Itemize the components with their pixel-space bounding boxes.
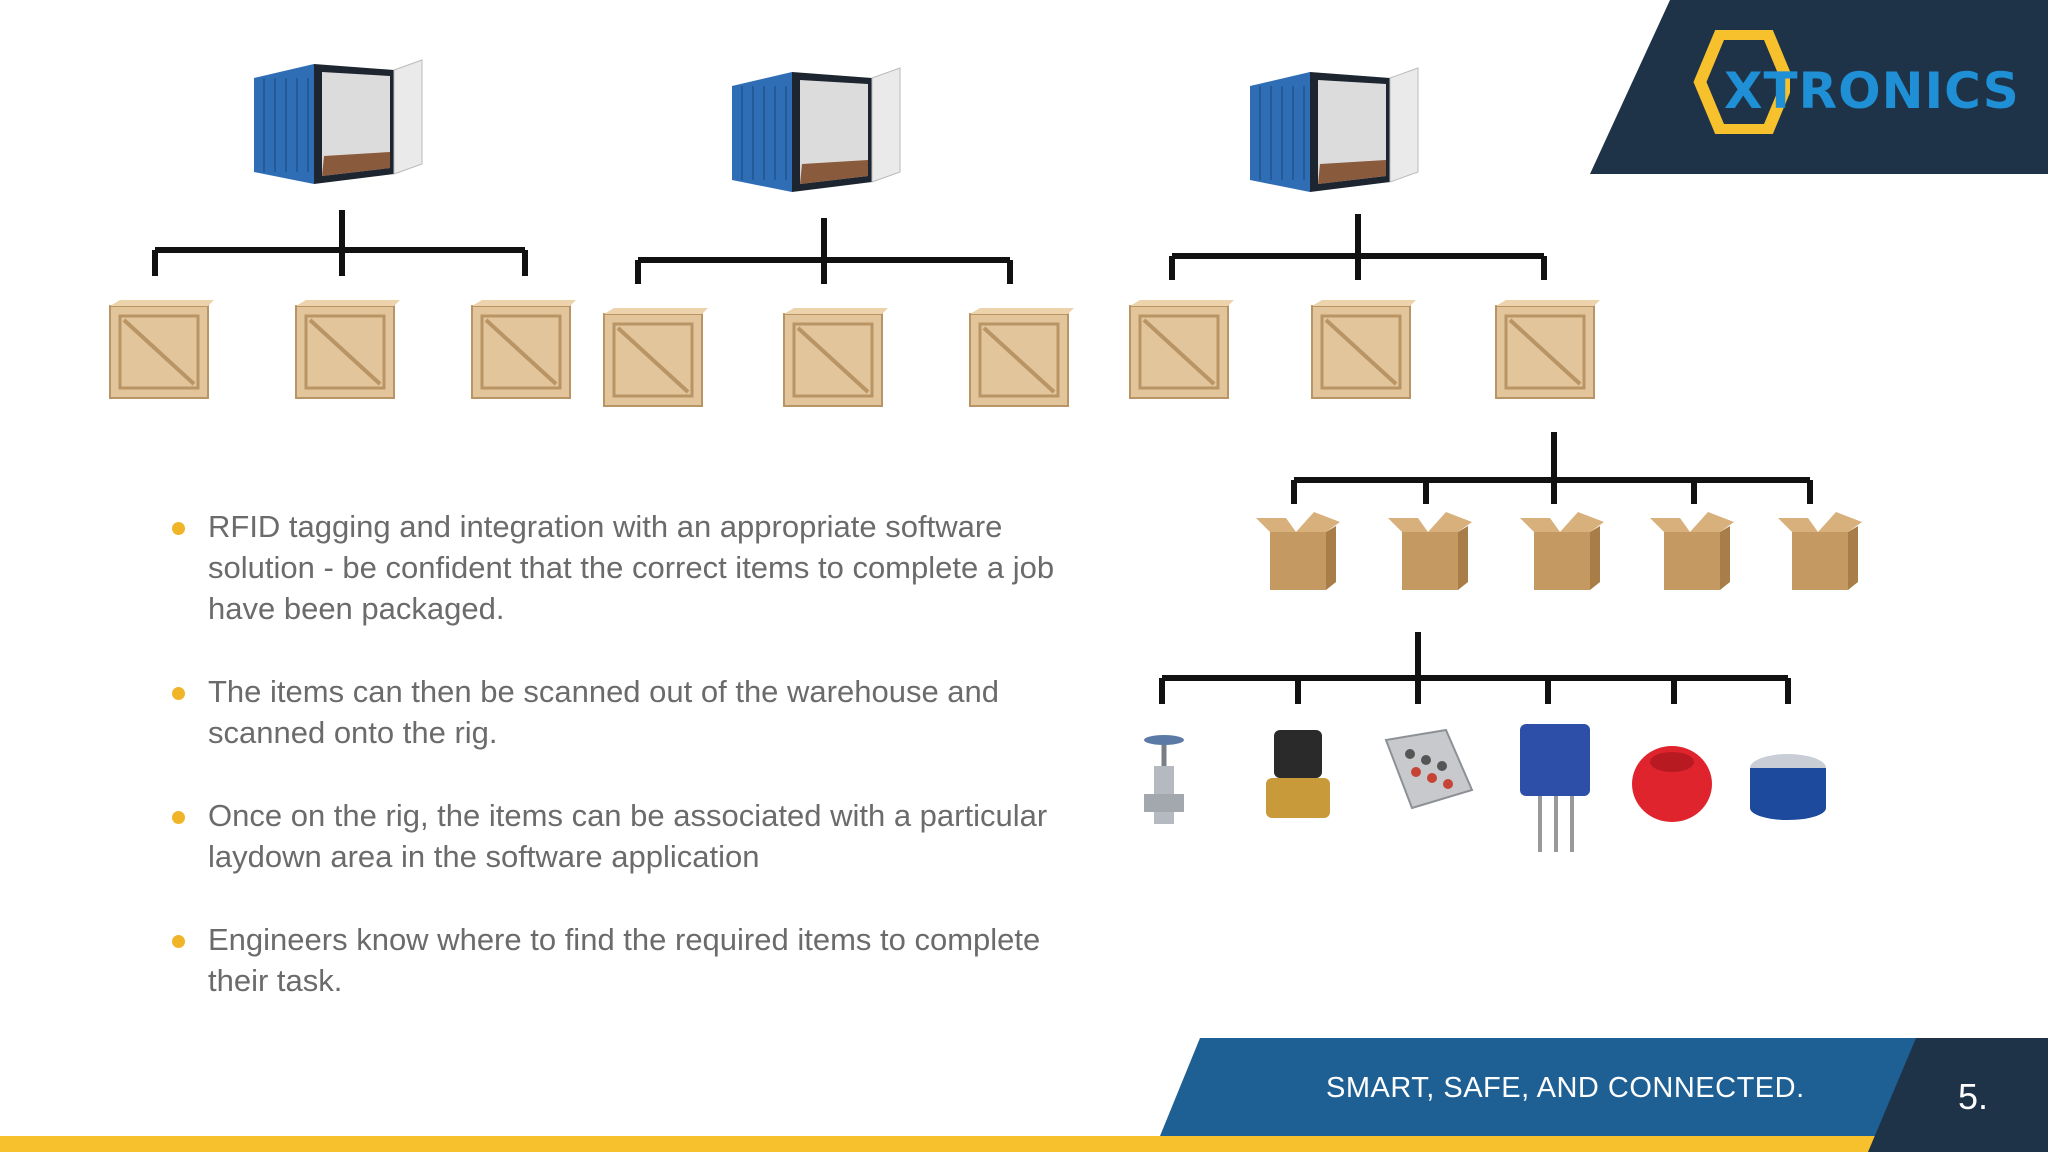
wooden-crate-icon — [783, 308, 888, 407]
cardboard-box-icon — [1778, 512, 1862, 590]
shipping-container-icon — [732, 67, 901, 192]
wooden-crate-icon — [603, 308, 708, 407]
logo-text: XTRONICS — [1724, 62, 2020, 120]
cardboard-box-icon — [1650, 512, 1734, 590]
logo-banner — [1590, 0, 2048, 174]
bullet-dot-icon — [172, 811, 185, 824]
cardboard-box-icon — [1388, 512, 1472, 590]
bullet-text: Engineers know where to find the require… — [208, 922, 1041, 998]
wooden-crate-icon — [1311, 300, 1416, 399]
footer-tagline: SMART, SAFE, AND CONNECTED. — [1326, 1072, 1805, 1104]
bullet-item: Engineers know where to find the require… — [160, 919, 1100, 1001]
wooden-crate-icon — [1495, 300, 1600, 399]
wooden-crate-icon — [109, 300, 214, 399]
box-bracket — [1159, 632, 1791, 704]
bullet-text: Once on the rig, the items can be associ… — [208, 798, 1048, 874]
solenoid-valve-icon — [1266, 730, 1330, 818]
wooden-crate-icon — [969, 308, 1074, 407]
blue-bearing-icon — [1750, 754, 1826, 820]
cardboard-box-icon — [1520, 512, 1604, 590]
bullet-text: The items can then be scanned out of the… — [208, 674, 1000, 750]
bullet-dot-icon — [172, 687, 185, 700]
gate-valve-icon — [1144, 735, 1184, 824]
container-bracket — [635, 218, 1013, 284]
wooden-crate-icon — [1129, 300, 1234, 399]
control-panel-icon — [1384, 728, 1474, 810]
container-bracket — [1169, 214, 1547, 280]
red-fitting-icon — [1632, 746, 1712, 822]
cardboard-box-icon — [1256, 512, 1340, 590]
page-number: 5. — [1958, 1076, 1989, 1117]
logo-hexagon-icon — [1693, 30, 1790, 134]
shipping-container-icon — [254, 59, 423, 184]
bullet-item: The items can then be scanned out of the… — [160, 671, 1100, 753]
wooden-crate-icon — [471, 300, 576, 399]
container-bracket — [152, 210, 528, 276]
crate-bracket — [1291, 432, 1813, 504]
wooden-crate-icon — [295, 300, 400, 399]
bullet-dot-icon — [172, 935, 185, 948]
bullet-dot-icon — [172, 522, 185, 535]
footer-bar — [0, 1038, 2048, 1152]
bullet-item: Once on the rig, the items can be associ… — [160, 795, 1100, 877]
bullet-item: RFID tagging and integration with an app… — [160, 506, 1100, 629]
bullet-text: RFID tagging and integration with an app… — [208, 509, 1055, 626]
sensor-enclosure-icon — [1520, 724, 1590, 852]
bullet-list: RFID tagging and integration with an app… — [160, 506, 1100, 1043]
shipping-container-icon — [1250, 67, 1419, 192]
